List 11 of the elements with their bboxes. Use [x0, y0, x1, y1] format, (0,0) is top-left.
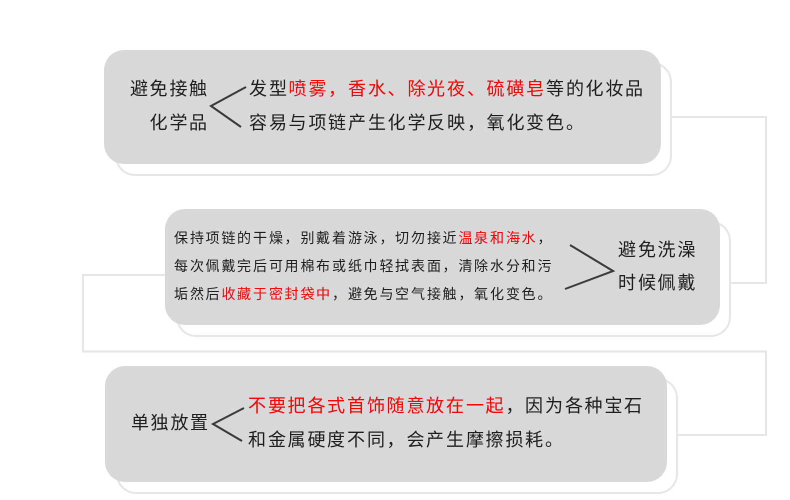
card-heading: 单独放置 [130, 412, 210, 436]
info-card [105, 366, 678, 494]
info-card [165, 209, 731, 337]
card-heading: 避免洗澡时候佩戴 [618, 239, 698, 296]
info-card [104, 50, 672, 176]
card-heading: 避免接触化学品 [128, 78, 209, 136]
connector-line [82, 274, 767, 436]
card-text: 发型喷雾，香水、除光夜、硫磺皂等的化妆品容易与项链产生化学反映，氧化变色。 [249, 78, 646, 136]
connector-line [672, 116, 767, 284]
card-text: 保持项链的干燥，别戴着游泳，切勿接近温泉和海水，每次佩戴完后可用棉布或纸巾轻拭表面，清除水分和污垢然后收藏于密封袋中，避免与空气接触，氧化变色。 [174, 230, 554, 305]
card-text: 不要把各式首饰随意放在一起，因为各种宝石和金属硬度不同，会产生摩擦损耗。 [248, 395, 646, 453]
